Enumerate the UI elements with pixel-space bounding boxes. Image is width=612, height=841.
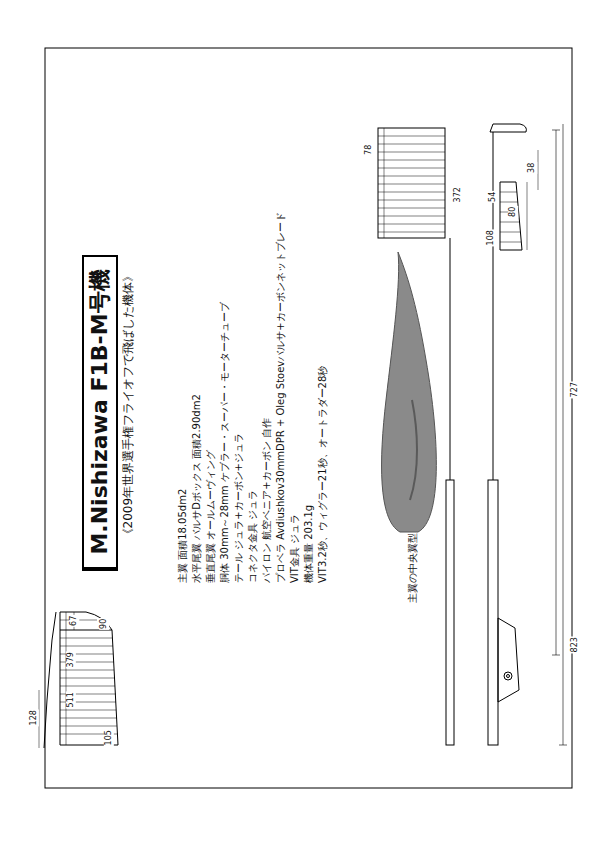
dimension: 128 [28,709,38,726]
dimension: 727 [569,381,579,398]
dimension: 38 [527,162,537,174]
dimension: 823 [569,636,579,653]
subtitle: 《2009年世界選手権フライオフで飛ばした機体》 [121,270,135,541]
spec-line: 主翼 面積18.05dm2 [177,489,189,583]
dimension: 90 [99,618,109,630]
wing-planform [60,612,118,745]
dimension: 379 [65,651,75,668]
spec-line: コネクタ金具 ジュラ [247,490,259,583]
airfoil-texture [410,400,417,500]
spec-line: テール ジュラ+カーボン+ジュラ [233,433,245,583]
spec-line: VIT3.2秒、ウィグラー21秒、オートラダー28秒 [317,366,329,583]
stabilizer-planform [378,128,445,238]
airfoil-section [382,252,437,532]
fin [500,150,538,250]
title-text: M.Nishizawa F1B-M号機 [87,269,112,554]
dimension: 80 [508,206,518,218]
dimension: 67 [69,615,79,627]
dimension: 78 [364,144,374,156]
dimension: 108 [485,229,495,246]
spec-line: 水平尾翼 バルサDボックス 面積2.90dm2 [191,394,203,583]
dimension: 54 [488,191,498,203]
spec-line: パイロン 航空ベニア+カーボン 自作 [261,418,273,583]
fuselage-top-view [446,238,454,745]
spec-line: 機体重量 203.1g [303,505,315,583]
spec-line: 垂直尾翼 オールムーヴィング [205,450,217,583]
dimension: 105 [103,729,113,746]
frame [45,48,572,788]
title-box: M.Nishizawa F1B-M号機 [82,255,118,571]
spec-line: VIT金具 ジュラ [289,514,301,583]
dimension-lines [552,124,567,745]
fuselage-side-view [488,124,526,745]
dimension: 372 [452,186,462,203]
dimension: 511 [65,691,75,708]
spec-line: 胴体 30mm～28mm ケブラー・スーパー・モーターチューブ [219,302,231,583]
spec-line: プロペラ Avdiushkov30mmDPR + Oleg Stoevバルサ+カ… [275,212,287,583]
section-caption: 主翼の中央翼型 [407,533,419,603]
dihedral-view [39,612,56,748]
